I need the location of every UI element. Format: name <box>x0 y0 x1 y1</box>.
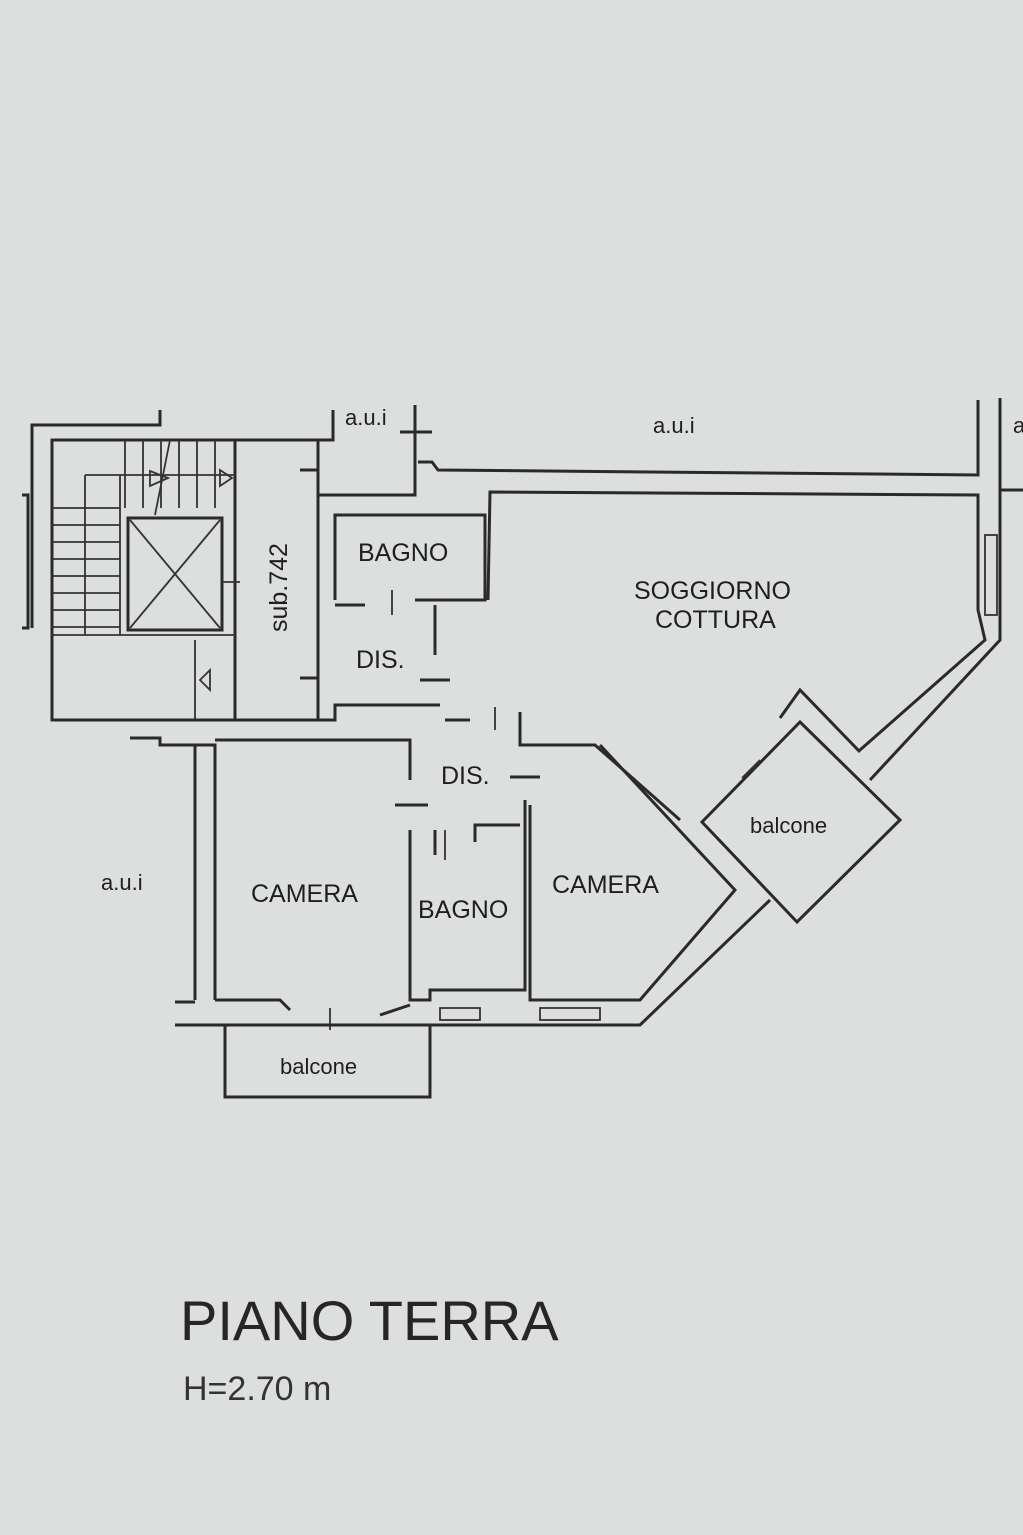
room-camera-1: CAMERA <box>251 880 358 908</box>
lift <box>126 516 240 632</box>
room-dis-1: DIS. <box>356 646 405 674</box>
room-camera-2: CAMERA <box>552 871 659 899</box>
balcone-right <box>699 687 903 925</box>
stairwell <box>22 410 237 722</box>
room-bagno-2: BAGNO <box>418 896 508 924</box>
room-balcone-right: balcone <box>750 813 827 838</box>
aui-top-label: a.u.i <box>653 413 695 438</box>
floor-title: PIANO TERRA <box>180 1289 559 1352</box>
ceiling-height: H=2.70 m <box>183 1370 332 1408</box>
aui-right-edge-label: a <box>1013 413 1023 438</box>
room-bagno-1: BAGNO <box>358 539 448 567</box>
room-dis-2: DIS. <box>441 762 490 790</box>
sub-label: sub.742 <box>265 543 293 632</box>
aui-left-label: a.u.i <box>101 870 143 895</box>
room-balcone-bottom: balcone <box>280 1054 357 1079</box>
room-soggiorno-line1: SOGGIORNO <box>634 577 791 605</box>
balcone-bottom <box>223 1023 432 1099</box>
walls <box>92 398 1023 1030</box>
aui-top-left-label: a.u.i <box>345 405 387 430</box>
room-soggiorno-line2: COTTURA <box>655 606 776 634</box>
